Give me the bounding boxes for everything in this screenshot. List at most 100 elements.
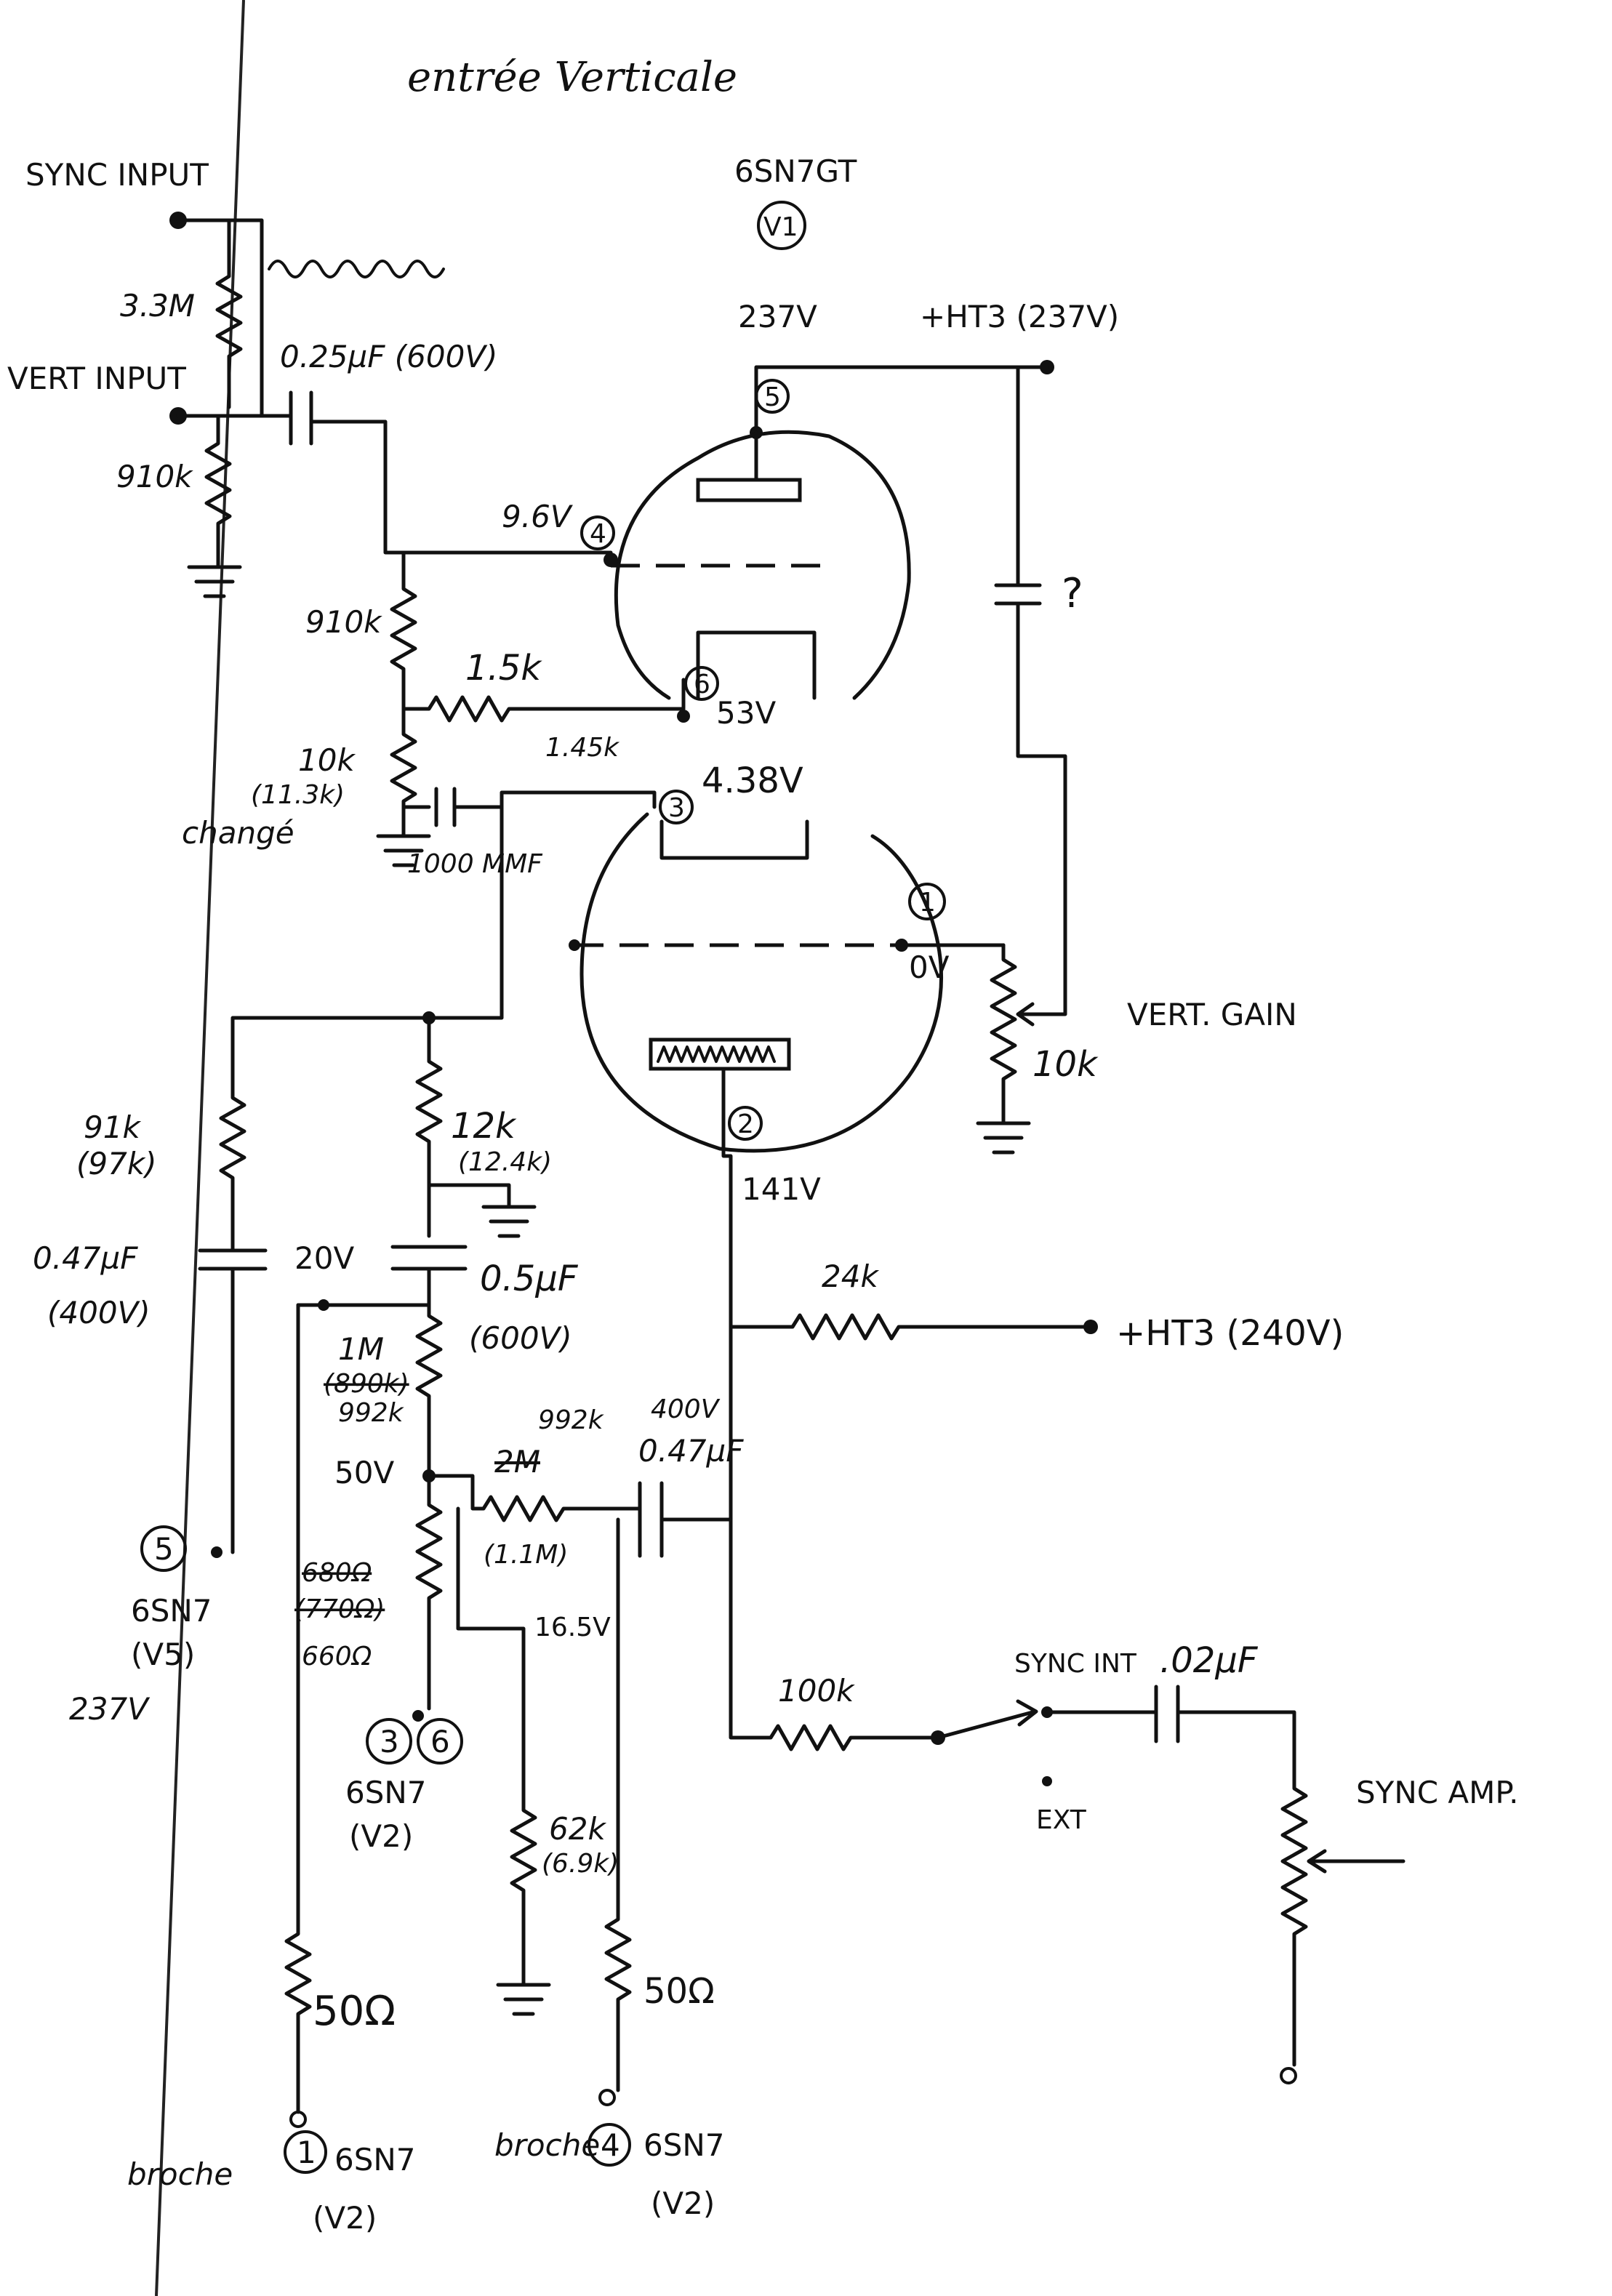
c-1000-label: 1000 MMF <box>407 849 543 879</box>
wire-cap-to-gain <box>1016 601 1067 1016</box>
r-91k-alt: (97k) <box>76 1146 157 1181</box>
pin-6-circle <box>684 666 719 701</box>
pot-sync-amp <box>1280 1772 1308 2067</box>
pin-5-circle <box>755 379 790 414</box>
c-002-label: .02µF <box>1160 1640 1259 1681</box>
grid-3-voltage: 4.38V <box>702 760 803 801</box>
tube-v1a-envelope <box>614 430 911 700</box>
tube-v1b-plate <box>649 1037 791 1071</box>
junction-20v <box>318 1299 329 1311</box>
resistor-1m <box>415 1303 443 1478</box>
broche1-ref: (V2) <box>313 2200 377 2236</box>
r-680-b: (770Ω) <box>294 1594 385 1624</box>
ground-cathode <box>376 834 431 867</box>
r-50-left-label: 50Ω <box>313 1988 396 2035</box>
pot-vert-gain <box>990 943 1017 1125</box>
r-1m-alt2: 992k <box>338 1398 405 1428</box>
c-05-voltage: (600V) <box>469 1320 572 1356</box>
v165-label: 16.5V <box>534 1613 611 1642</box>
v5-pin: 5 <box>154 1531 174 1567</box>
vert-input-label: VERT INPUT <box>7 361 186 396</box>
resistor-91k <box>219 1081 246 1242</box>
v2-pin-a: 3 <box>380 1724 399 1759</box>
v5-terminal <box>211 1546 222 1558</box>
v2-pin-b: 6 <box>430 1724 450 1759</box>
pin-2-circle <box>728 1106 763 1141</box>
pot-vert-gain-wiper <box>1016 1002 1049 1027</box>
grid-4-voltage: 9.6V <box>502 499 574 534</box>
sync-input-label: SYNC INPUT <box>25 157 209 193</box>
switch-ext-contact[interactable] <box>1042 1776 1052 1786</box>
c-047-right-label: 0.47µF <box>638 1433 744 1469</box>
broche4-tube: 6SN7 <box>643 2127 725 2163</box>
changed-note: changé <box>182 815 294 851</box>
ground-6-2k <box>496 1983 551 2016</box>
c-05-label: 0.5µF <box>480 1259 579 1299</box>
grid-v1b-left <box>569 939 580 951</box>
r-992k-alt: (1.1M) <box>484 1540 568 1570</box>
v20-label: 20V <box>294 1240 354 1276</box>
resistor-1-5k <box>401 678 686 723</box>
resistor-992k <box>427 1474 642 1522</box>
plate-lead-v1b <box>721 1067 733 1195</box>
v5-ref: (V5) <box>131 1637 195 1672</box>
wire-plate2-main <box>729 1190 751 1740</box>
resistor-50-left <box>284 1917 312 2114</box>
grid-1-voltage: 0V <box>909 950 950 985</box>
ground-vert-gain <box>976 1121 1031 1155</box>
r-10k-cath-label: 10k <box>298 742 356 778</box>
pot-sync-amp-wiper <box>1307 1849 1406 1874</box>
r-12k-alt: (12.4k) <box>458 1147 552 1177</box>
r-1-5k-alt: 1.45k <box>545 733 620 763</box>
r-2m-label: 2M <box>494 1444 540 1480</box>
resistor-680 <box>415 1474 443 1711</box>
resistor-50-right <box>604 1903 632 2092</box>
ground-input <box>187 565 242 598</box>
cath-6-junction <box>677 710 690 723</box>
cath-6-voltage: 53V <box>716 695 776 731</box>
ht3-right-label: +HT3 (240V) <box>1116 1313 1344 1354</box>
pin-3-circle <box>659 790 694 824</box>
pin-6-label: 6 <box>694 670 710 699</box>
r-1-5k-label: 1.5k <box>465 648 542 689</box>
broche4-ref: (V2) <box>651 2185 715 2221</box>
vert-gain-label: VERT. GAIN <box>1127 997 1297 1032</box>
resistor-3-3m <box>215 218 243 409</box>
wire-to-grid-4 <box>309 420 613 555</box>
wire-12k-ground <box>427 1183 511 1209</box>
broche1-pin-circle <box>284 2130 327 2174</box>
sync-amp-label: SYNC AMP. <box>1356 1775 1519 1810</box>
resistor-10k-cathode <box>390 725 417 838</box>
wire-002-to-pot <box>1176 1710 1296 1776</box>
r-910k-input-label: 910k <box>116 459 193 494</box>
c-047-left-voltage: (400V) <box>47 1295 151 1330</box>
r-50-right-label: 50Ω <box>643 1971 715 2012</box>
ht3-top-label: +HT3 (237V) <box>920 299 1119 334</box>
wire-to-6-2k <box>456 1506 526 1791</box>
resistor-100k <box>747 1724 940 1751</box>
r-910k-grid-label: 910k <box>305 604 382 640</box>
r-992k-label: 992k <box>538 1405 605 1435</box>
broche4-pin: 4 <box>601 2127 620 2163</box>
broche4-terminal <box>598 2089 616 2106</box>
resistor-6-2k <box>510 1786 537 1987</box>
tube-v1b-envelope <box>580 812 944 1153</box>
resistor-910k-input <box>204 414 232 569</box>
page-title: entrée Verticale <box>407 54 737 101</box>
v50-label: 50V <box>334 1455 394 1490</box>
broche1-terminal <box>289 2111 307 2128</box>
pin-2-label: 2 <box>737 1109 754 1139</box>
tube-v1b-cathode <box>659 819 809 860</box>
grid-4-junction <box>604 553 618 567</box>
ht3-right-terminal <box>1083 1320 1098 1334</box>
sync-int-label: SYNC INT <box>1014 1649 1137 1679</box>
r-3-3m-label: 3.3M <box>120 288 195 324</box>
c-047-left-label: 0.47µF <box>33 1240 138 1276</box>
resistor-12k <box>415 1016 443 1238</box>
pin-3-label: 3 <box>668 793 685 823</box>
v2-pin-a-circle <box>366 1718 412 1765</box>
v2-pin-b-circle <box>417 1718 463 1765</box>
switch-blade <box>936 1699 1038 1740</box>
r-680-a: 680Ω <box>302 1558 372 1588</box>
